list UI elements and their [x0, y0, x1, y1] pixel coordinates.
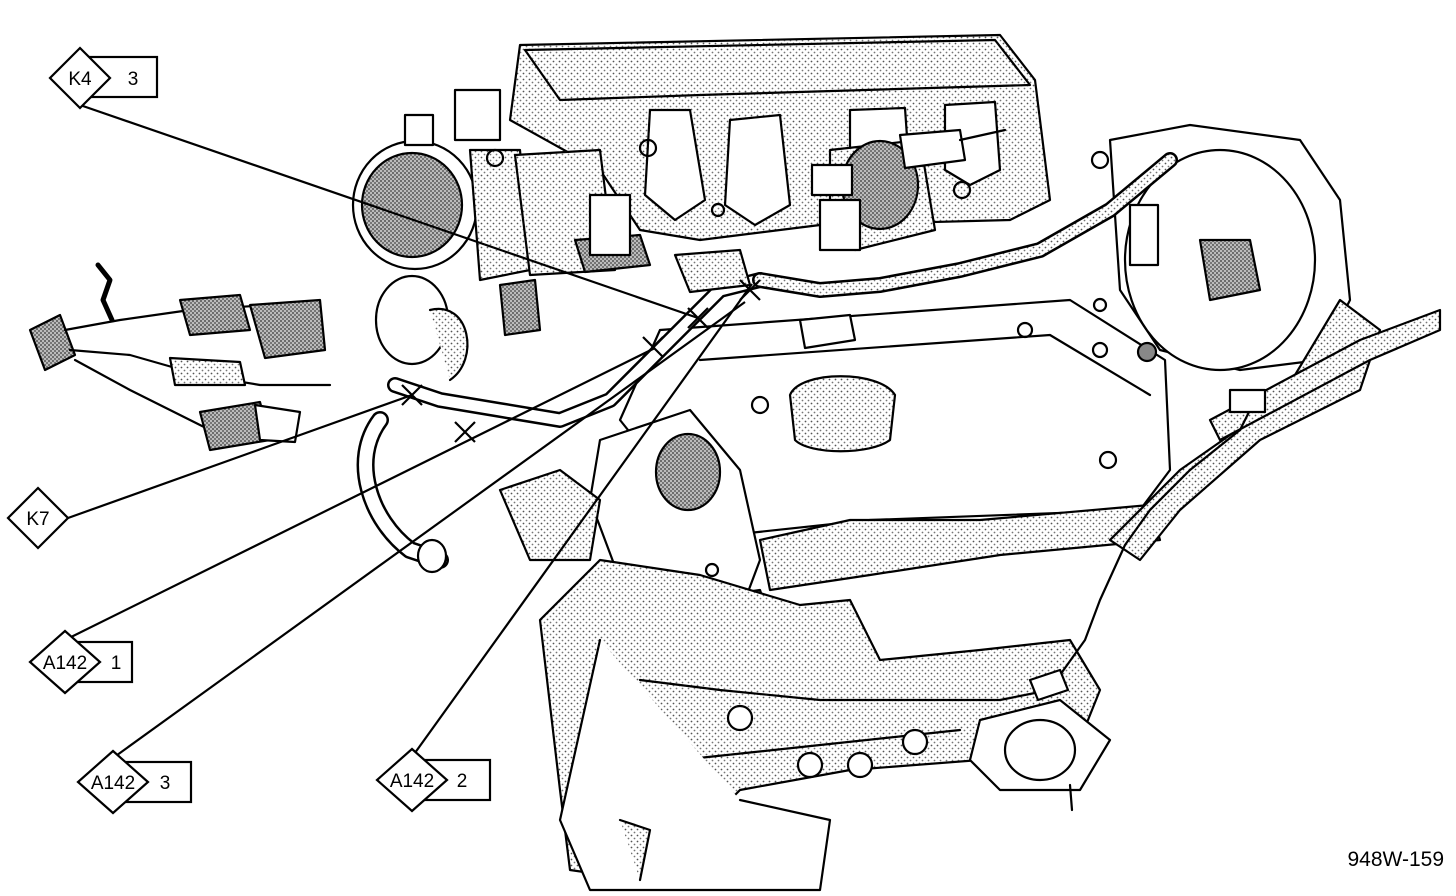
- figure-id-label: 948W-159: [1347, 848, 1444, 871]
- callout-a142-3-code: A142: [91, 773, 135, 794]
- engine-illustration: [28, 33, 1442, 892]
- callout-a142-3: A142 3: [76, 749, 193, 815]
- callout-a142-1: A142 1: [28, 629, 134, 695]
- throttle-body: [351, 88, 652, 282]
- head-edge: [758, 503, 1162, 592]
- callout-k7-diamond: [6, 486, 70, 550]
- distributor-unit: [1090, 123, 1352, 372]
- callout-a142-3-diamond: [76, 749, 150, 815]
- callout-a142-2-diamond: [375, 747, 449, 813]
- leader-lines: [64, 103, 761, 759]
- callout-a142-3-number: 3: [160, 773, 171, 794]
- callout-a142-2-code: A142: [390, 771, 434, 792]
- callout-k7-code: K7: [26, 509, 49, 530]
- left-harness: [28, 262, 332, 452]
- center-connector: [673, 248, 752, 294]
- callout-a142-1-diamond: [28, 629, 102, 695]
- callout-k4: K4 3: [48, 46, 159, 110]
- right-sensor-lead: [1058, 398, 1257, 677]
- callout-a142-1-code: A142: [43, 653, 87, 674]
- leader-a142-1: [64, 347, 656, 641]
- callout-k7: K7: [6, 486, 70, 550]
- leader-k7: [67, 393, 413, 520]
- callout-k4-code: K4: [68, 69, 92, 90]
- leader-a142-3: [112, 301, 746, 759]
- callout-k4-number: 3: [128, 69, 139, 90]
- leader-k4: [79, 103, 699, 320]
- callout-a142-1-number: 1: [111, 653, 122, 674]
- plenum-top-face: [523, 38, 1032, 102]
- leader-a142-2: [411, 283, 753, 758]
- callout-k4-diamond: [48, 46, 112, 110]
- solenoid-assembly: [810, 128, 1007, 252]
- callout-a142-2-number: 2: [457, 771, 468, 792]
- callout-a142-2: A142 2: [375, 747, 492, 813]
